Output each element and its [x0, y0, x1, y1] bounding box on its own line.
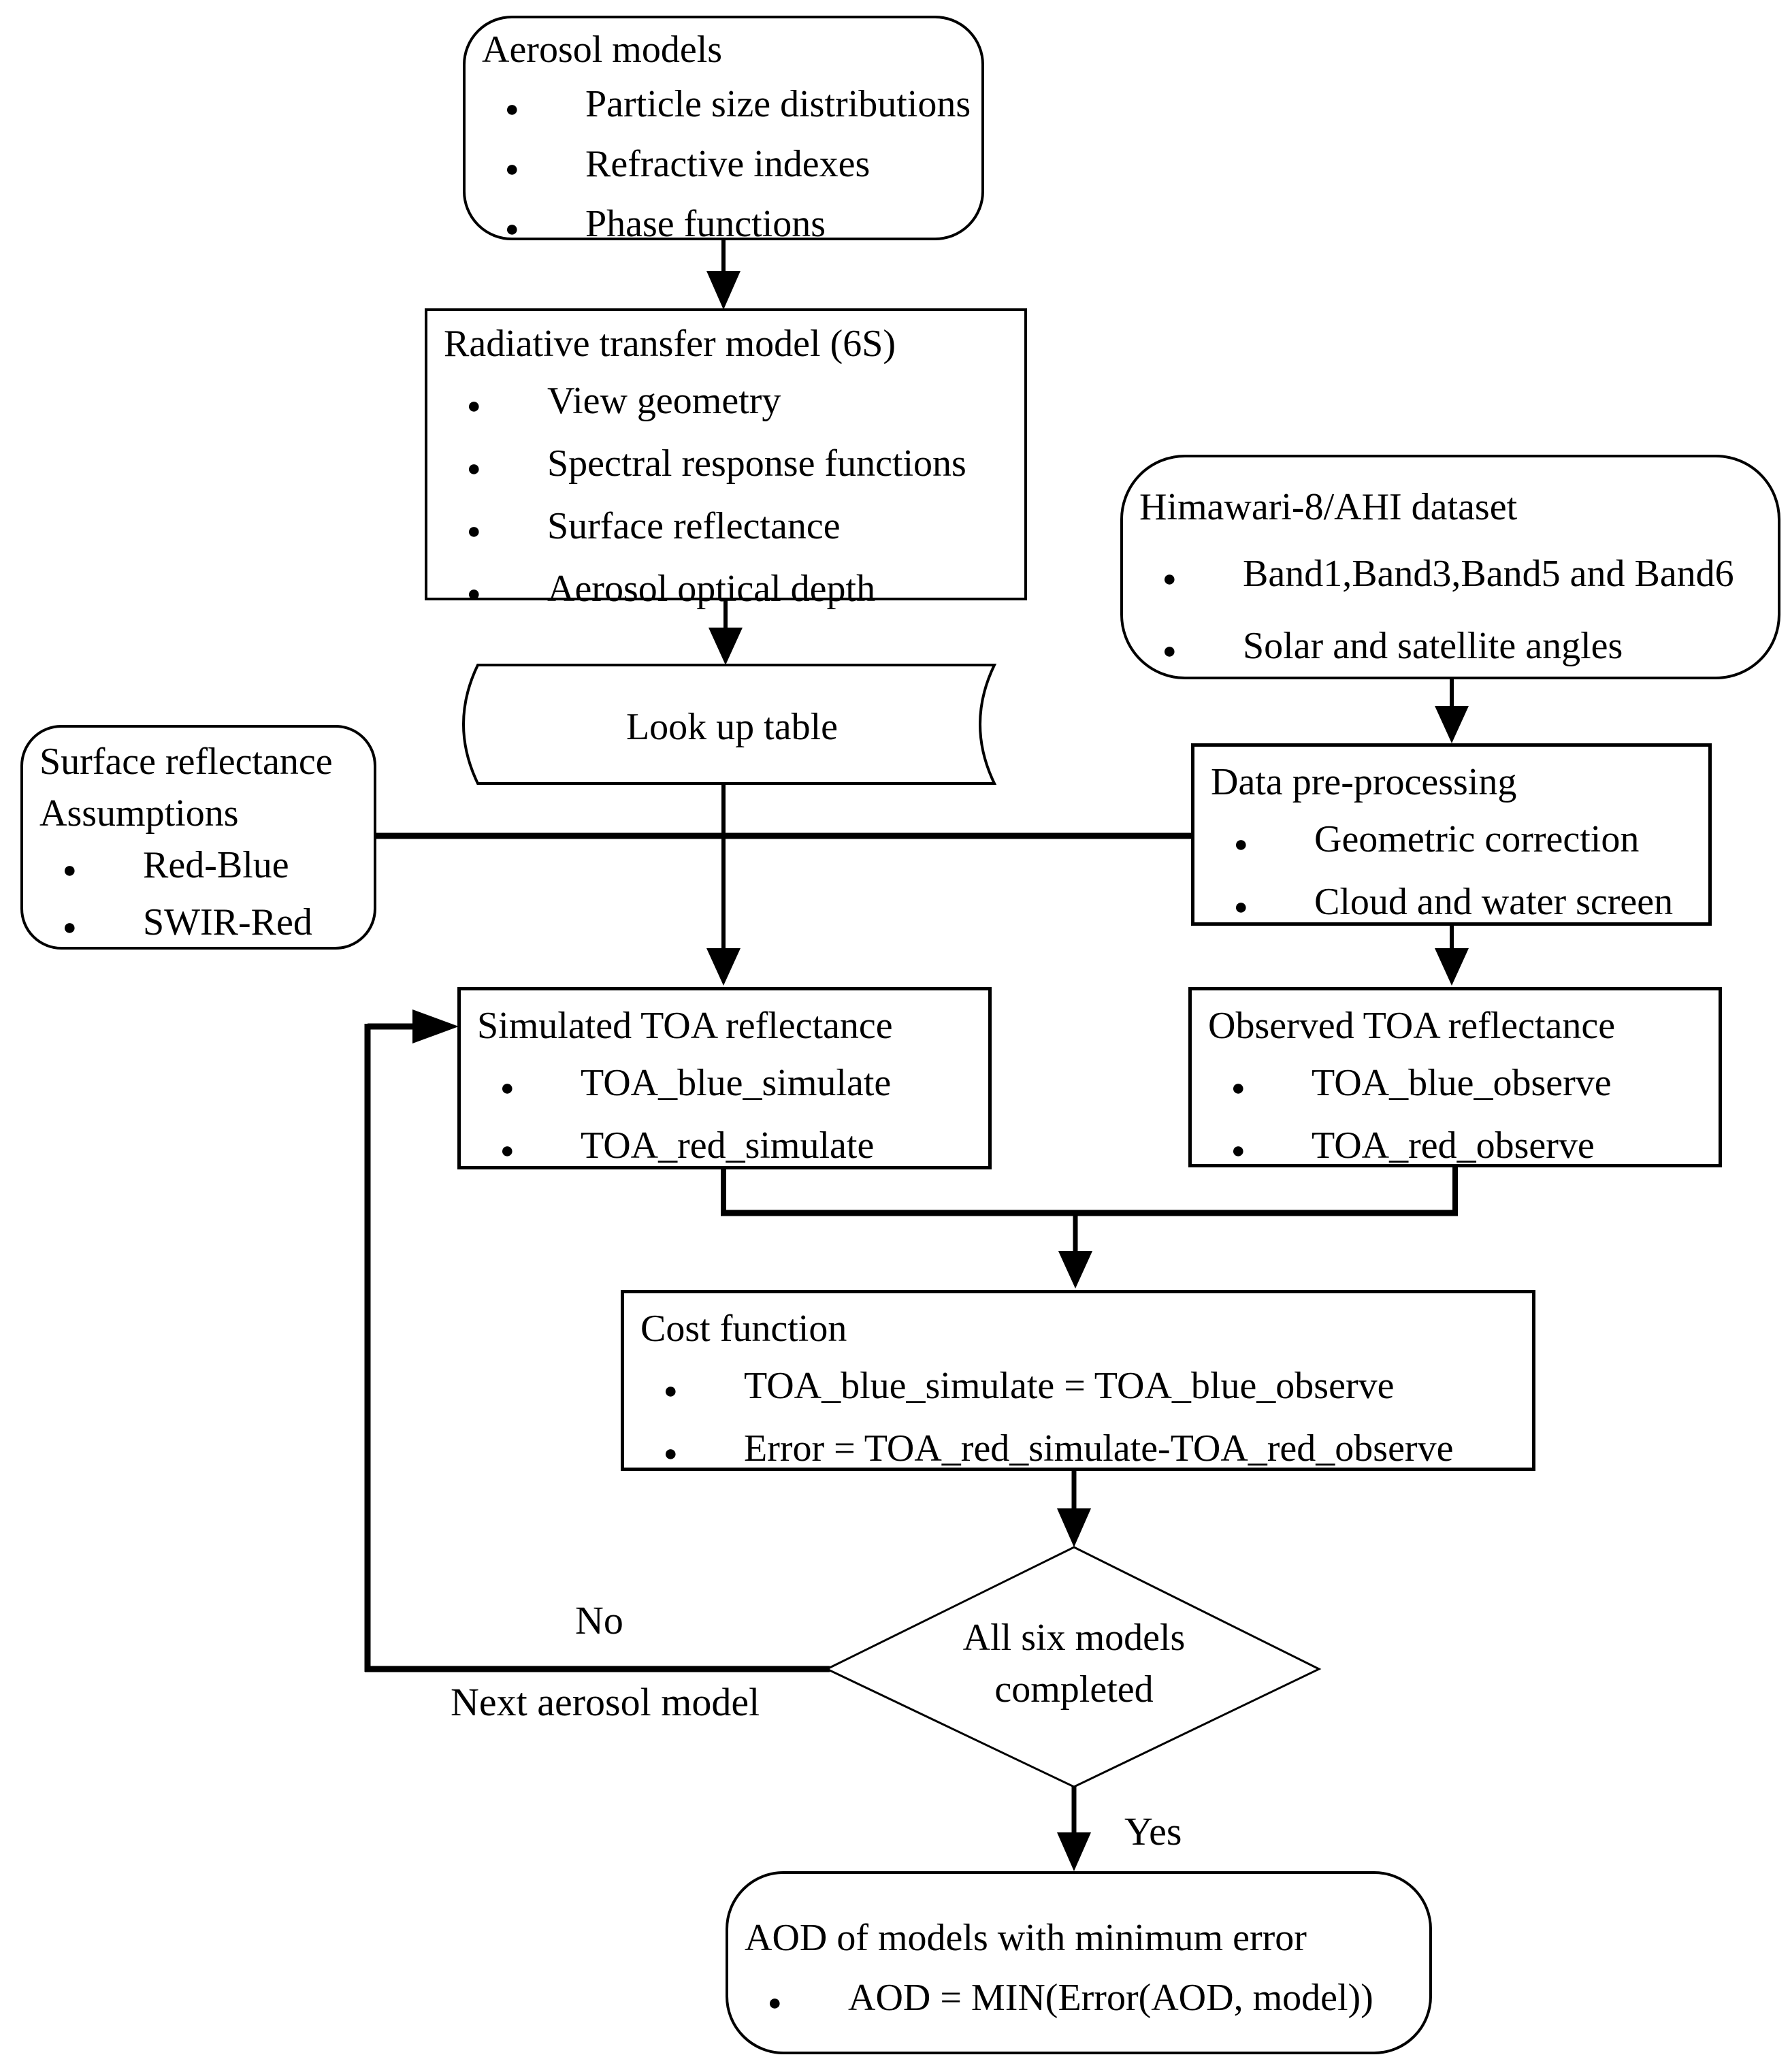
bullet-dot-icon	[1231, 1117, 1312, 1180]
arrowhead-icon	[1057, 1508, 1091, 1547]
arrowhead-icon	[1058, 1251, 1092, 1289]
node-decision-label: All six models completed	[962, 1617, 1186, 1711]
bullet-dot-icon	[63, 896, 143, 954]
node-radiative-transfer: Radiative transfer model (6S) View geome…	[425, 308, 1027, 610]
node-title: Simulated TOA reflectance	[477, 1005, 893, 1047]
bullet-dot-icon	[505, 137, 585, 197]
edge-label-yes: Yes	[1124, 1809, 1182, 1854]
edge-label-next-model: Next aerosol model	[451, 1680, 760, 1724]
list-item: TOA_red_observe	[1192, 1117, 1719, 1180]
node-himawari-dataset: Himawari-8/AHI dataset Band1,Band3,Band5…	[1120, 455, 1780, 679]
node-data-preprocessing: Data pre-processing Geometric correction…	[1191, 743, 1712, 926]
bullet-dot-icon	[63, 839, 143, 896]
node-observed-toa: Observed TOA reflectance TOA_blue_observ…	[1188, 987, 1722, 1167]
node-lookup-table-label: Look up table	[625, 706, 839, 748]
list-item: TOA_blue_simulate = TOA_blue_observe	[624, 1357, 1532, 1420]
arrowhead-icon	[709, 628, 743, 665]
node-title: Observed TOA reflectance	[1208, 1005, 1616, 1047]
bullet-dot-icon	[664, 1357, 744, 1420]
node-title: Radiative transfer model (6S)	[444, 323, 896, 365]
list-item: Aerosol optical depth	[427, 560, 1024, 623]
node-simulated-toa: Simulated TOA reflectance TOA_blue_simul…	[457, 987, 992, 1169]
bullet-dot-icon	[505, 77, 585, 137]
list-item: Red-Blue	[23, 839, 374, 896]
list-item: Surface reflectance	[427, 498, 1024, 560]
bullet-dot-icon	[505, 197, 585, 257]
list-item: Error = TOA_red_simulate-TOA_red_observe	[624, 1420, 1532, 1483]
list-item: SWIR-Red	[23, 896, 374, 954]
arrowhead-icon	[706, 271, 741, 310]
node-surface-assumptions: Surface reflectance Assumptions Red-Blue…	[20, 725, 376, 950]
list-item: AOD = MIN(Error(AOD, model))	[728, 1968, 1429, 2033]
bullet-dot-icon	[1231, 1054, 1312, 1117]
node-aerosol-models: Aerosol models Particle size distributio…	[463, 16, 984, 245]
arrowhead-icon	[706, 948, 741, 986]
list-item: View geometry	[427, 372, 1024, 435]
bullet-dot-icon	[768, 1968, 848, 2033]
node-title: Data pre-processing	[1211, 761, 1517, 803]
edge-label-no: No	[575, 1598, 623, 1642]
node-title: AOD of models with minimum error	[745, 1917, 1307, 1959]
node-title: Aerosol models	[482, 29, 723, 71]
list-item: Cloud and water screen	[1194, 873, 1708, 936]
node-aod-result: AOD of models with minimum error AOD = M…	[726, 1871, 1432, 2054]
node-title: Himawari-8/AHI dataset	[1139, 486, 1518, 528]
arrowhead-icon	[412, 1009, 459, 1043]
bullet-dot-icon	[500, 1117, 581, 1180]
list-item: Solar and satellite angles	[1123, 613, 1778, 685]
arrowhead-icon	[1057, 1832, 1091, 1871]
bullet-dot-icon	[664, 1420, 744, 1483]
bullet-dot-icon	[467, 372, 547, 435]
list-item: Band1,Band3,Band5 and Band6	[1123, 540, 1778, 613]
list-item: Refractive indexes	[466, 137, 981, 197]
arrowhead-icon	[1435, 706, 1469, 743]
bullet-dot-icon	[467, 435, 547, 498]
arrowhead-icon	[1435, 948, 1469, 986]
node-title: Cost function	[640, 1308, 847, 1350]
bullet-dot-icon	[1234, 873, 1314, 936]
list-item: Spectral response functions	[427, 435, 1024, 498]
list-item: TOA_red_simulate	[461, 1117, 988, 1180]
list-item: Geometric correction	[1194, 811, 1708, 873]
list-item: TOA_blue_simulate	[461, 1054, 988, 1117]
node-cost-function: Cost function TOA_blue_simulate = TOA_bl…	[621, 1290, 1535, 1471]
bullet-dot-icon	[500, 1054, 581, 1117]
bullet-dot-icon	[1162, 613, 1243, 685]
lookup-table-shape	[462, 664, 997, 785]
node-title: Surface reflectance Assumptions	[39, 741, 333, 835]
bullet-dot-icon	[1162, 540, 1243, 613]
list-item: Phase functions	[466, 197, 981, 257]
list-item: Particle size distributions	[466, 77, 981, 137]
bullet-dot-icon	[467, 560, 547, 623]
bullet-dot-icon	[467, 498, 547, 560]
list-item: TOA_blue_observe	[1192, 1054, 1719, 1117]
bullet-dot-icon	[1234, 811, 1314, 873]
